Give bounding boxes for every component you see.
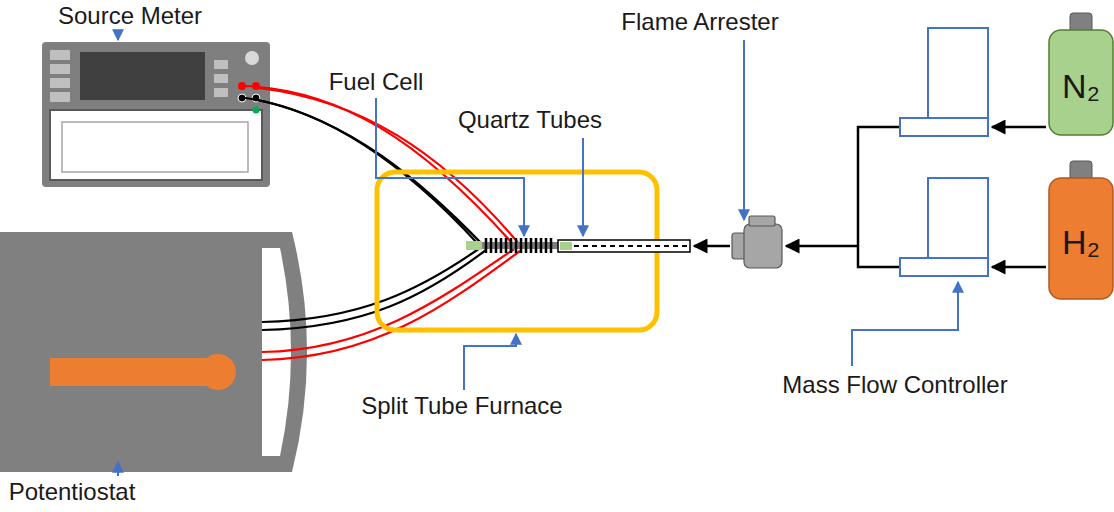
mass-flow-controller — [900, 28, 988, 276]
fuel-cell — [466, 238, 690, 253]
part-label: Quartz Tubes — [458, 106, 602, 134]
gas-cylinder: N₂ — [1048, 12, 1114, 136]
gas-name: H₂ — [1062, 223, 1100, 262]
part-label: Fuel Cell — [329, 68, 424, 96]
leader-lines — [118, 30, 958, 476]
source-meter — [42, 42, 270, 187]
part-label: Mass Flow Controller — [782, 371, 1007, 399]
gas-name: N₂ — [1062, 67, 1100, 106]
flame-arrester — [732, 216, 782, 268]
part-label: Split Tube Furnace — [361, 392, 562, 420]
device-label: Potentiostat — [9, 478, 136, 506]
gas-lines — [694, 127, 1046, 267]
potentiostat — [0, 232, 307, 472]
device-label: Source Meter — [58, 2, 202, 30]
gas-cylinder: H₂ — [1048, 160, 1114, 300]
part-label: Flame Arrester — [621, 8, 778, 36]
